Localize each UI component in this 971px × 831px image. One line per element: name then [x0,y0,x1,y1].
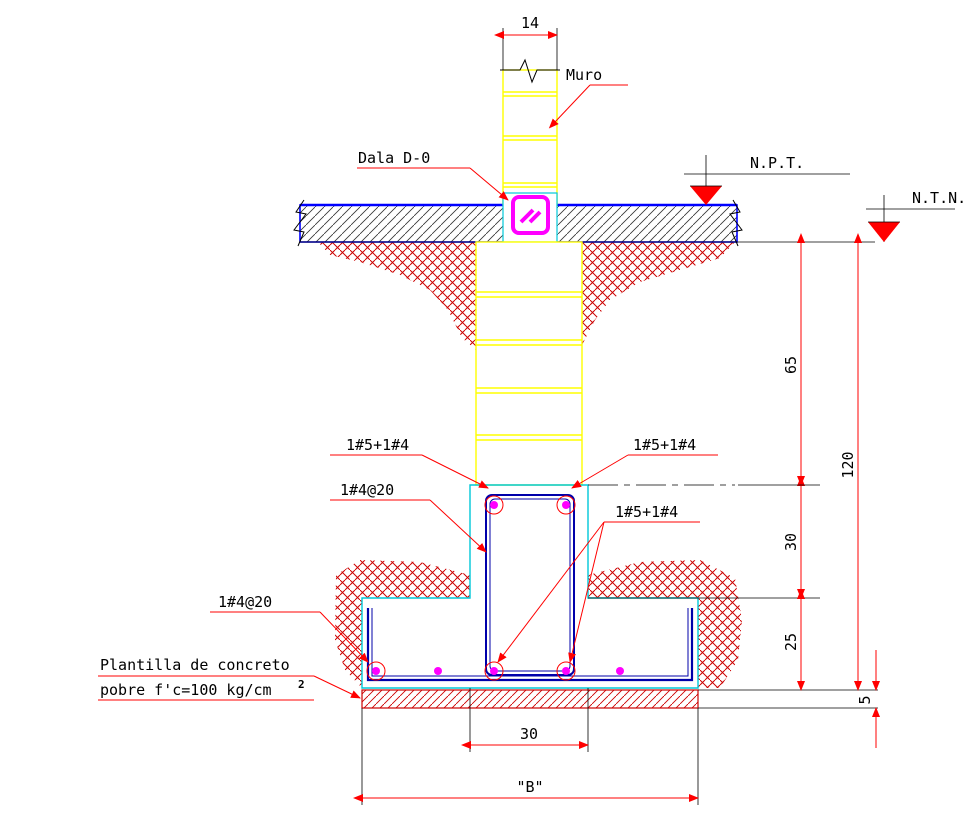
dim-vertical-right: 65 30 25 120 5 [738,233,880,748]
dim-14-text: 14 [521,14,539,32]
stirrup-label: 1#4@20 [340,481,394,499]
tie-beam-label: Dala D-0 [358,149,430,167]
footing-bar-label: 1#4@20 [218,593,272,611]
dim-65-text: 65 [782,356,800,374]
slab-break-right [729,199,743,247]
rebar-right-label: 1#5+1#4 [633,436,696,454]
soil-upper-right [582,242,735,345]
npt-label: N.P.T. [750,154,804,172]
lean-concrete [361,689,699,709]
dim-120-text: 120 [839,451,857,478]
wall-label: Muro [566,66,602,84]
lean-concrete-label-group: Plantilla de concreto pobre f'c=100 kg/c… [98,656,361,701]
foundation-blocks [475,241,583,486]
tie-beam [502,192,558,243]
footing-outline [361,484,699,689]
npt-level: N.P.T. [684,154,850,205]
soil-lower-left [335,560,470,688]
footing-bar-label-group: 1#4@20 [210,593,369,663]
rebar-label-center-group: 1#5+1#4 [497,503,700,663]
dim-25-text: 25 [782,633,800,651]
dim-30-horizontal-text: 30 [520,725,538,743]
lean-concrete-line1: Plantilla de concreto [100,656,290,674]
rebar-label-right-group: 1#5+1#4 [571,436,718,489]
slab-break-left [293,199,307,247]
ntn-label: N.T.N. [912,189,966,207]
tie-beam-label-group: Dala D-0 [357,149,509,201]
wall-blocks [500,58,560,206]
dim-b-text: "B" [516,778,543,796]
rebar-center-label: 1#5+1#4 [615,503,678,521]
footing-bar [366,608,694,682]
stirrup-label-group: 1#4@20 [330,481,487,553]
wall-label-group: Muro [548,66,628,129]
rebar-left-label: 1#5+1#4 [346,436,409,454]
dim-bottom: 30 "B" [353,688,699,805]
dim-top-width: 14 [494,14,558,70]
stirrup [485,494,575,676]
dim-5-text: 5 [856,695,874,704]
dim-30-vertical-text: 30 [782,533,800,551]
soil-upper [318,242,476,350]
lean-concrete-line2: pobre f'c=100 kg/cm [100,681,272,699]
soil-lower-right [588,560,742,688]
lean-concrete-sup: 2 [298,678,305,691]
ntn-level: N.T.N. [866,189,966,242]
rebar-dots [366,495,624,681]
rebar-label-left-group: 1#5+1#4 [330,436,489,489]
